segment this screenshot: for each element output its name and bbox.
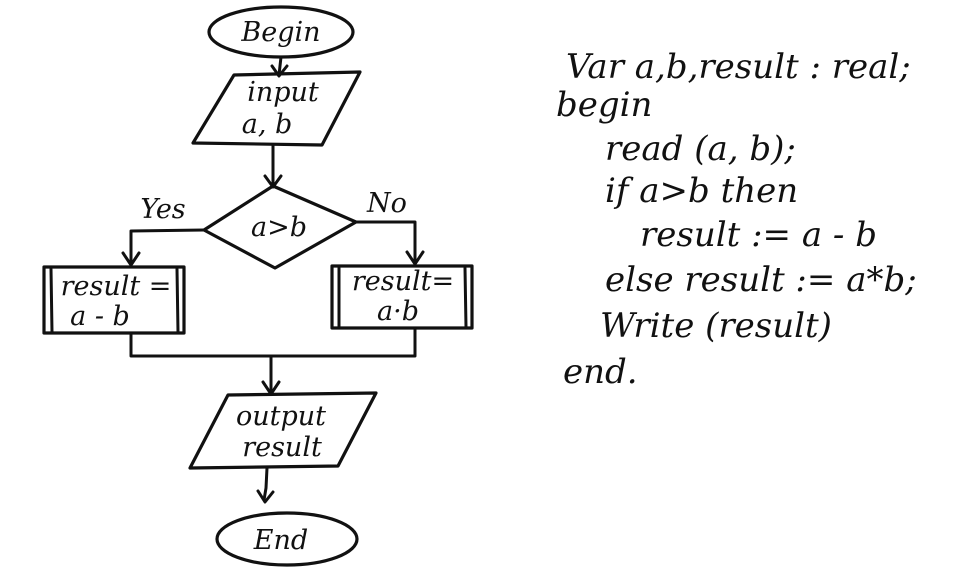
edge-yes-branch <box>129 228 206 266</box>
yes-action-node: result = a - b <box>42 265 186 335</box>
arrowhead-no-action <box>405 250 425 266</box>
yes-action-box <box>42 265 186 335</box>
arrowhead-input <box>270 64 289 78</box>
arrowhead-end <box>256 489 275 504</box>
no-action-node: result= a·b <box>330 264 474 330</box>
edge-no-branch <box>354 220 417 265</box>
flowchart: Begin input a, b a>b Yes No <box>42 5 474 567</box>
edge-merge <box>129 326 417 358</box>
input-label-line1: input <box>247 77 319 108</box>
yes-action-line2: a - b <box>70 301 130 332</box>
input-node: input a, b <box>191 70 362 147</box>
no-action-line2: a·b <box>377 296 419 327</box>
edge-output-to-end <box>262 466 269 502</box>
decision-node: a>b <box>202 184 358 270</box>
code-line-6: else result := a*b; <box>605 260 917 300</box>
code-line-8: end. <box>563 352 638 392</box>
arrowhead-yes-action <box>121 251 141 267</box>
yes-action-box-inner-line-right <box>175 267 180 334</box>
yes-action-box-inner-line-left <box>49 267 54 334</box>
end-terminal-shape <box>215 511 359 567</box>
code-line-1: Var a,b,result : real; <box>566 47 911 87</box>
no-action-box <box>330 264 474 330</box>
code-line-4: if a>b then <box>605 171 798 211</box>
input-label-line2: a, b <box>242 109 293 140</box>
output-parallelogram-shape <box>188 391 378 470</box>
no-action-box-inner-line-right <box>463 266 468 329</box>
code-line-5: result := a - b <box>640 215 877 255</box>
end-node: End <box>215 511 359 567</box>
code-line-3: read (a, b); <box>605 129 796 169</box>
code-line-7: Write (result) <box>600 306 832 346</box>
decision-condition: a>b <box>251 212 307 243</box>
begin-label: Begin <box>240 17 320 48</box>
edge-begin-to-input <box>277 55 283 77</box>
output-node: output result <box>188 391 378 470</box>
input-parallelogram-shape <box>191 70 362 147</box>
output-label-line1: output <box>236 401 326 432</box>
no-action-line1: result= <box>352 266 454 297</box>
yes-branch-label: Yes <box>140 194 185 225</box>
code-line-2: begin <box>556 85 652 125</box>
pascal-code: Var a,b,result : real; begin read (a, b)… <box>556 47 917 392</box>
yes-action-line1: result = <box>61 271 172 302</box>
no-branch-label: No <box>366 188 407 219</box>
begin-node: Begin <box>207 5 355 59</box>
decision-diamond-shape <box>202 184 358 270</box>
end-label: End <box>253 525 308 556</box>
output-label-line2: result <box>242 432 322 463</box>
